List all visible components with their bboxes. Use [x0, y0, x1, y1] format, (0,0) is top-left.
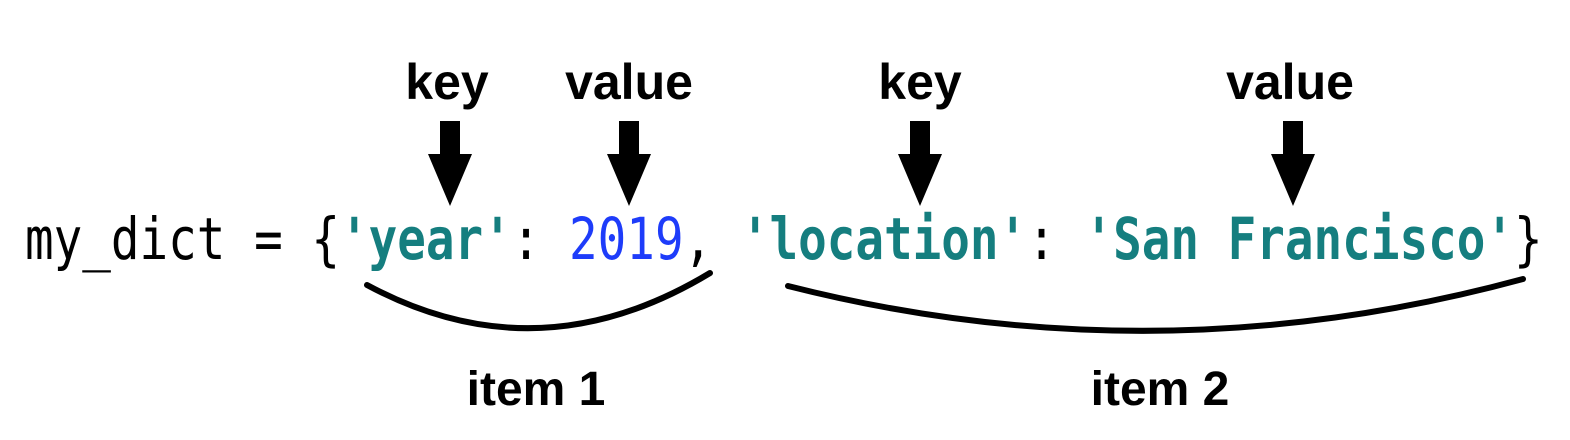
- item-1-label: item 1: [466, 363, 606, 416]
- item-2-brace-arc: [785, 276, 1526, 334]
- code-token-string: 'year': [339, 205, 512, 273]
- down-arrow-icon-value-1: [607, 121, 651, 206]
- code-token-string: 'location': [740, 205, 1028, 273]
- item-1-brace-arc: [364, 270, 713, 332]
- code-token-plain: :: [1027, 205, 1085, 273]
- code-token-plain: }: [1513, 205, 1543, 273]
- code-token-plain: :: [511, 205, 570, 273]
- value-label-2: value: [1226, 54, 1354, 110]
- item-2-label: item 2: [1090, 363, 1230, 416]
- value-label-1: value: [565, 54, 693, 110]
- code-token-plain: my_dict = {: [25, 205, 340, 273]
- code-line: my_dict = {'year': 2019, 'location': 'Sa…: [25, 210, 1543, 268]
- key-label-1: key: [405, 54, 489, 110]
- key-label-2: key: [878, 54, 962, 110]
- code-token-string: 'San Francisco': [1084, 205, 1514, 273]
- down-arrow-icon-key-1: [428, 121, 472, 206]
- code-token-number: 2019: [569, 205, 684, 273]
- down-arrow-icon-value-2: [1271, 121, 1315, 206]
- down-arrow-icon-key-2: [898, 121, 942, 206]
- code-token-plain: ,: [683, 205, 741, 273]
